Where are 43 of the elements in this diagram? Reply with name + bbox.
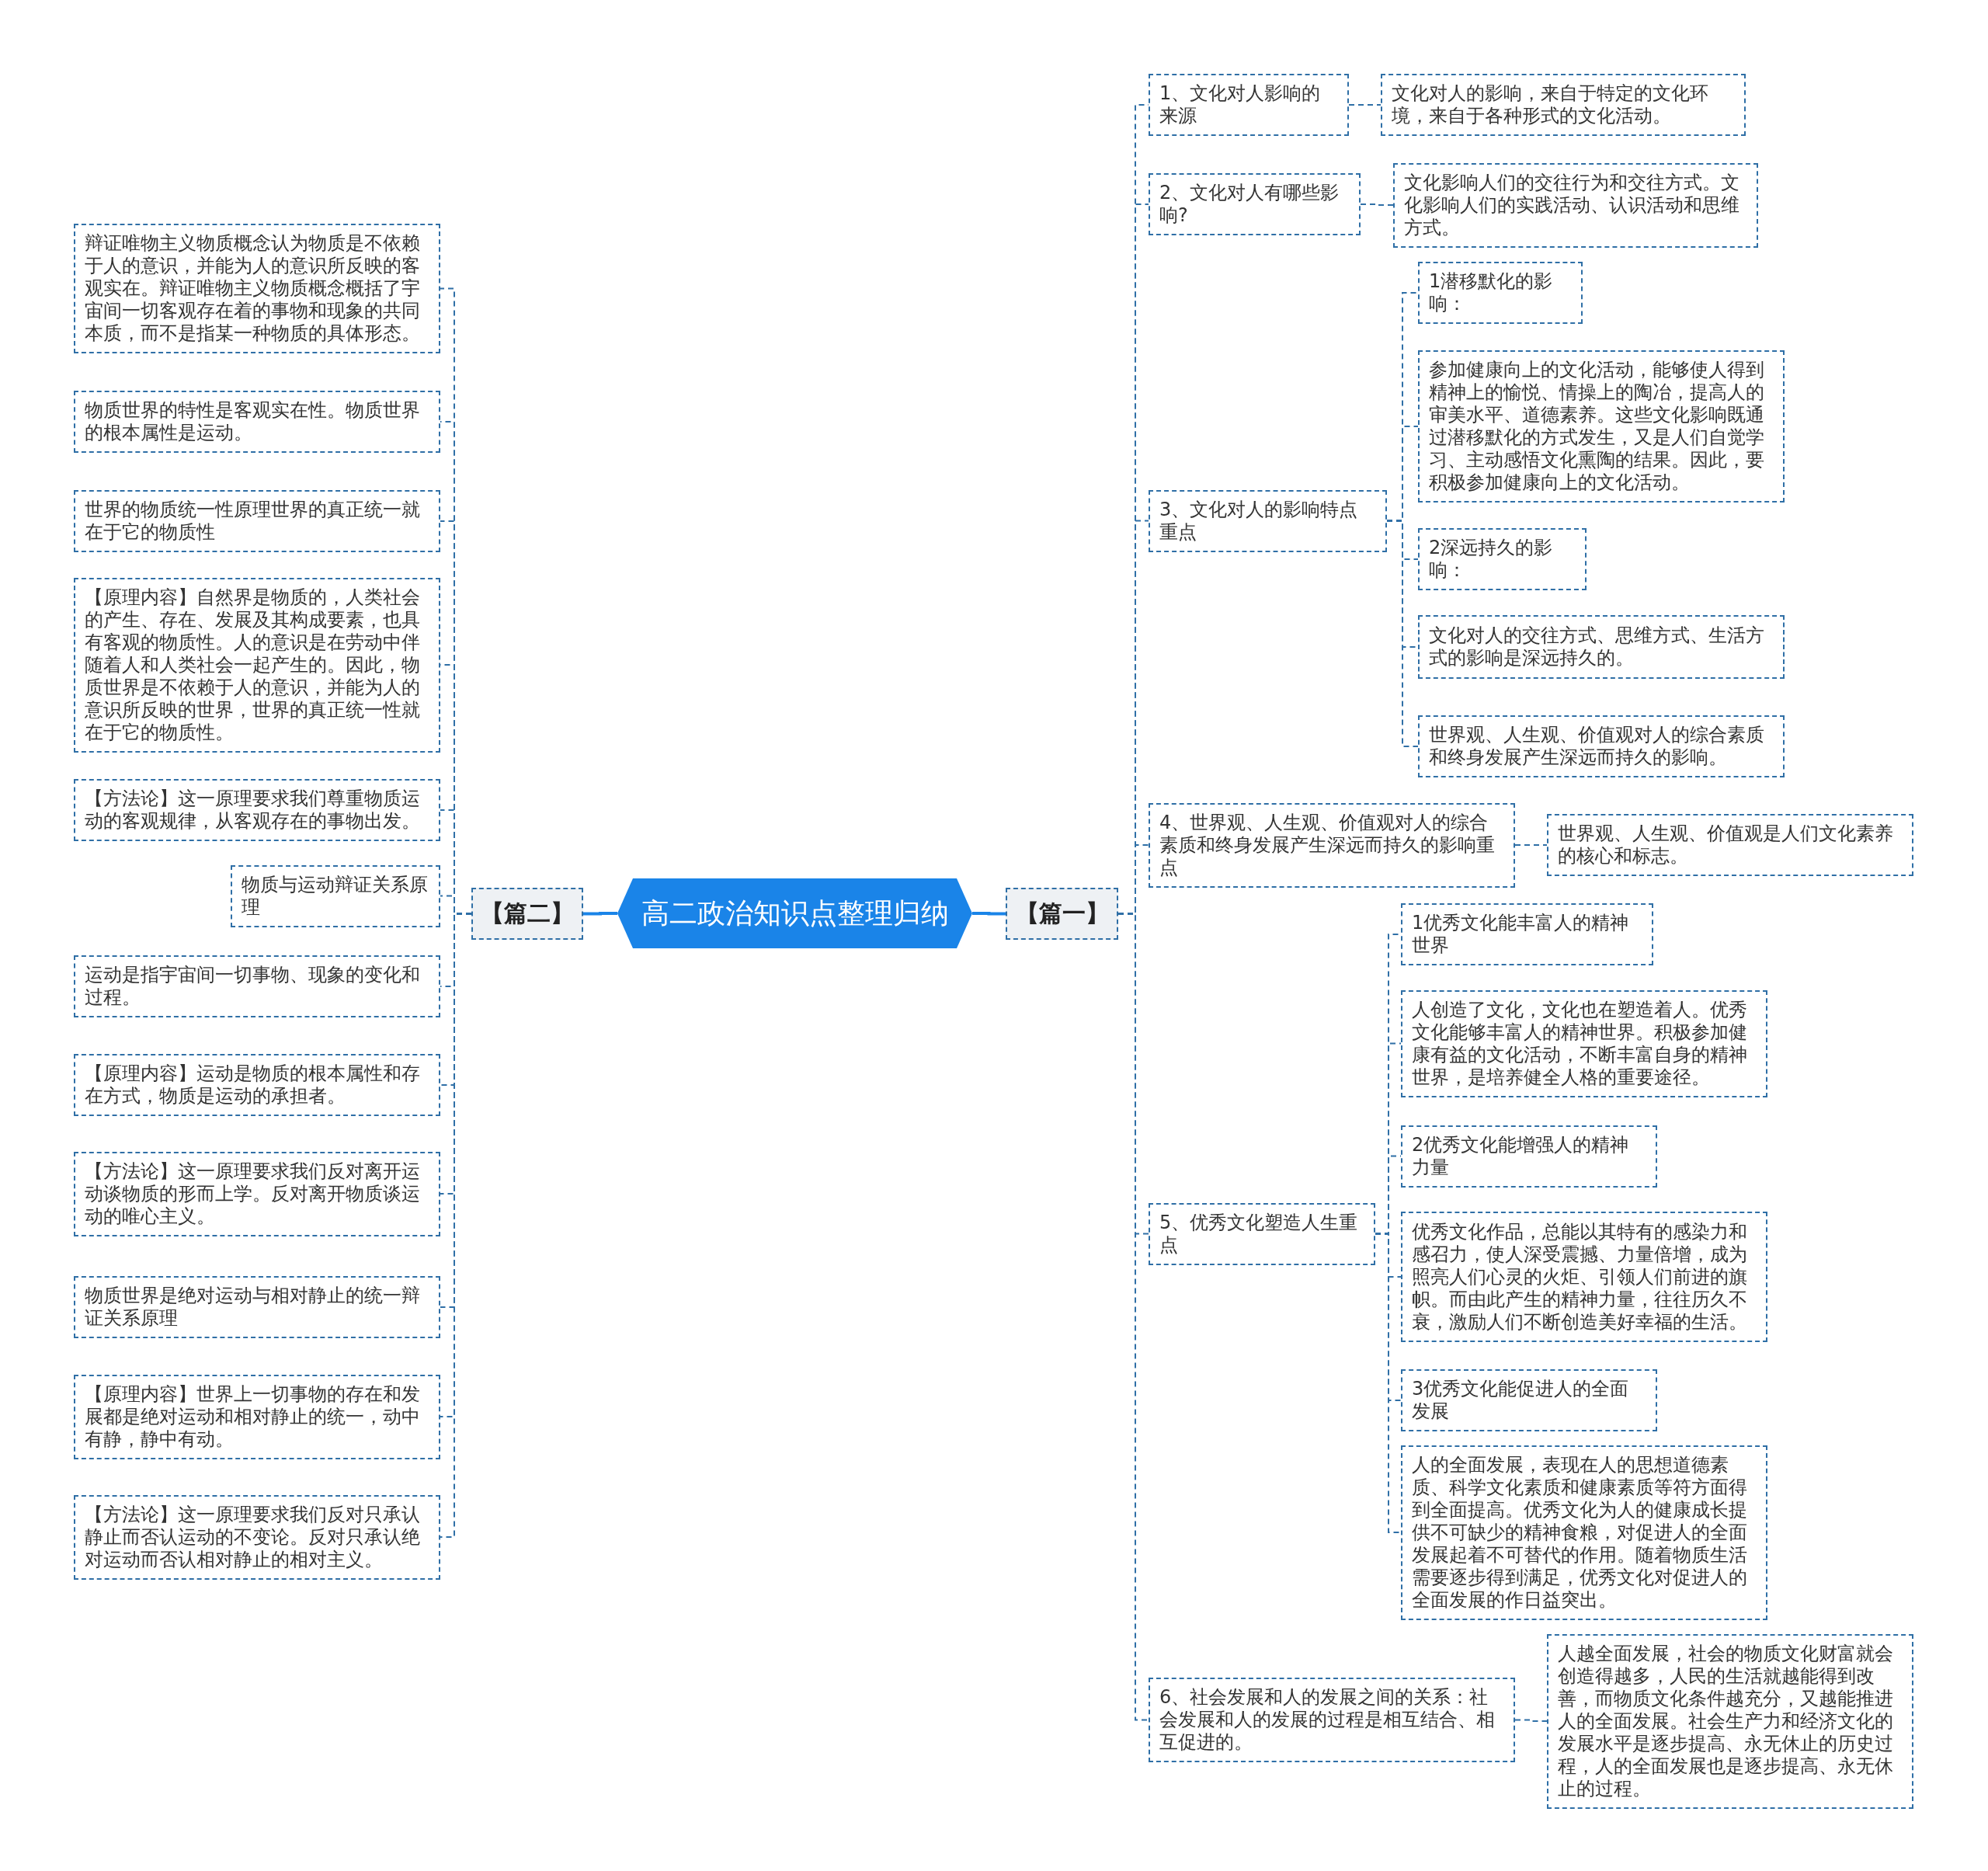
topic-box: 1潜移默化的影响： [1418,262,1583,324]
topic-box: 辩证唯物主义物质概念认为物质是不依赖于人的意识，并能为人的意识所反映的客观实在。辩证唯物主义物质概念概括了宇宙间一切客观存在着的事物和现象的共同本质，而不是指某一种物质的具体形态。 [74,224,440,353]
topic-box: 【原理内容】运动是物质的根本属性和存在方式，物质是运动的承担者。 [74,1054,440,1116]
topic-box: 【方法论】这一原理要求我们反对只承认静止而否认运动的不变论。反对只承认绝对运动而否认相对静止的相对主义。 [74,1494,440,1580]
topic-box: 2、文化对人有哪些影响? [1149,173,1361,235]
connector-line [1514,844,1548,846]
topic-box: 参加健康向上的文化活动，能够使人得到精神上的愉悦、情操上的陶冶，提高人的审美水平、道德素养。这些文化影响既通过潜移默化的方式发生，又是人们自觉学习、主动感悟文化熏陶的结果。因此，要积极参加健康向上的文化活动。 [1418,350,1785,503]
topic-box: 2深远持久的影响： [1418,528,1587,590]
topic-box: 世界观、人生观、价值观对人的综合素质和终身发展产生深远而持久的影响。 [1418,715,1785,777]
topic-box: 优秀文化作品，总能以其特有的感染力和感召力，使人深受震撼、力量倍增，成为照亮人们心灵的火炬、引领人们前进的旗帜。而由此产生的精神力量，往往历久不衰，激励人们不断创造美好幸福的生活。 [1401,1212,1767,1342]
connector-line [1360,203,1394,206]
topic-box: 文化对人的影响，来自于特定的文化环境，来自于各种形式的文化活动。 [1381,74,1746,136]
topic-box: 文化对人的交往方式、思维方式、生活方式的影响是深远持久的。 [1418,615,1785,679]
topic-box: 【方法论】这一原理要求我们尊重物质运动的客观规律，从客观存在的事物出发。 [74,779,440,841]
topic-box: 3、文化对人的影响特点重点 [1149,489,1387,552]
topic-box: 世界观、人生观、价值观是人们文化素养的核心和标志。 [1547,814,1913,876]
topic-box: 【方法论】这一原理要求我们反对离开运动谈物质的形而上学。反对离开物质谈运动的唯心主义。 [74,1151,440,1236]
topic-box: 1优秀文化能丰富人的精神世界 [1401,903,1653,965]
connector-line [1348,104,1382,106]
topic-box: 文化影响人们的交往行为和交往方式。文化影响人们的实践活动、认识活动和思维方式。 [1393,162,1758,248]
topic-box: 【原理内容】自然界是物质的，人类社会的产生、存在、发展及其构成要素，也具有客观的物质性。人的意识是在劳动中伴随着人和人类社会一起产生的。因此，物质世界是不依赖于人的意识，并能为人的意识所反映的世界，世界的真正统一性就在于它的物质性。 [74,577,440,753]
connector-line [1514,1719,1548,1722]
topic-box: 运动是指宇宙间一切事物、现象的变化和过程。 [74,955,440,1017]
topic-box: 人越全面发展，社会的物质文化财富就会创造得越多，人民的生活就越能得到改善，而物质文化条件越充分，又越能推进人的全面发展。社会生产力和经济文化的发展水平是逐步提高、永无休止的历史过程，人的全面发展也是逐步提高、永无休止的过程。 [1547,1633,1913,1809]
branch-box: 【篇二】 [471,888,583,940]
connector-line [1386,520,1419,747]
topic-box: 人的全面发展，表现在人的思想道德素质、科学文化素质和健康素质等符方面得到全面提高。优秀文化为人的健康成长提供不可缺少的精神食粮，对促进人的全面发展起着不可替代的作用。随着物质生活需要逐步得到满足，优秀文化对促进人的全面发展的作日益突出。 [1401,1445,1767,1620]
topic-box: 世界的物质统一性原理世界的真正统一就在于它的物质性 [74,490,440,552]
central-topic: 高二政治知识点整理归纳 [617,878,972,948]
topic-box: 物质与运动辩证关系原理 [231,864,440,927]
topic-box: 4、世界观、人生观、价值观对人的综合素质和终身发展产生深远而持久的影响重点 [1149,802,1515,888]
topic-box: 6、社会发展和人的发展之间的关系：社会发展和人的发展的过程是相互结合、相互促进的。 [1149,1678,1515,1762]
topic-box: 2优秀文化能增强人的精神力量 [1401,1125,1657,1188]
topic-box: 物质世界的特性是客观实在性。物质世界的根本属性是运动。 [74,391,440,453]
topic-box: 3优秀文化能促进人的全面发展 [1401,1369,1657,1431]
topic-box: 【原理内容】世界上一切事物的存在和发展都是绝对运动和相对静止的统一，动中有静，静中有动。 [74,1374,440,1459]
topic-box: 物质世界是绝对运动与相对静止的统一辩证关系原理 [74,1276,440,1338]
connector-line [583,912,617,916]
topic-box: 5、优秀文化塑造人生重点 [1149,1202,1375,1265]
connector-line [972,912,1006,916]
topic-box: 人创造了文化，文化也在塑造着人。优秀文化能够丰富人的精神世界。积极参加健康有益的文化活动，不断丰富自身的精神世界，是培养健全人格的重要途径。 [1401,989,1767,1097]
branch-box: 【篇一】 [1006,888,1118,940]
topic-box: 1、文化对人影响的来源 [1149,74,1349,136]
